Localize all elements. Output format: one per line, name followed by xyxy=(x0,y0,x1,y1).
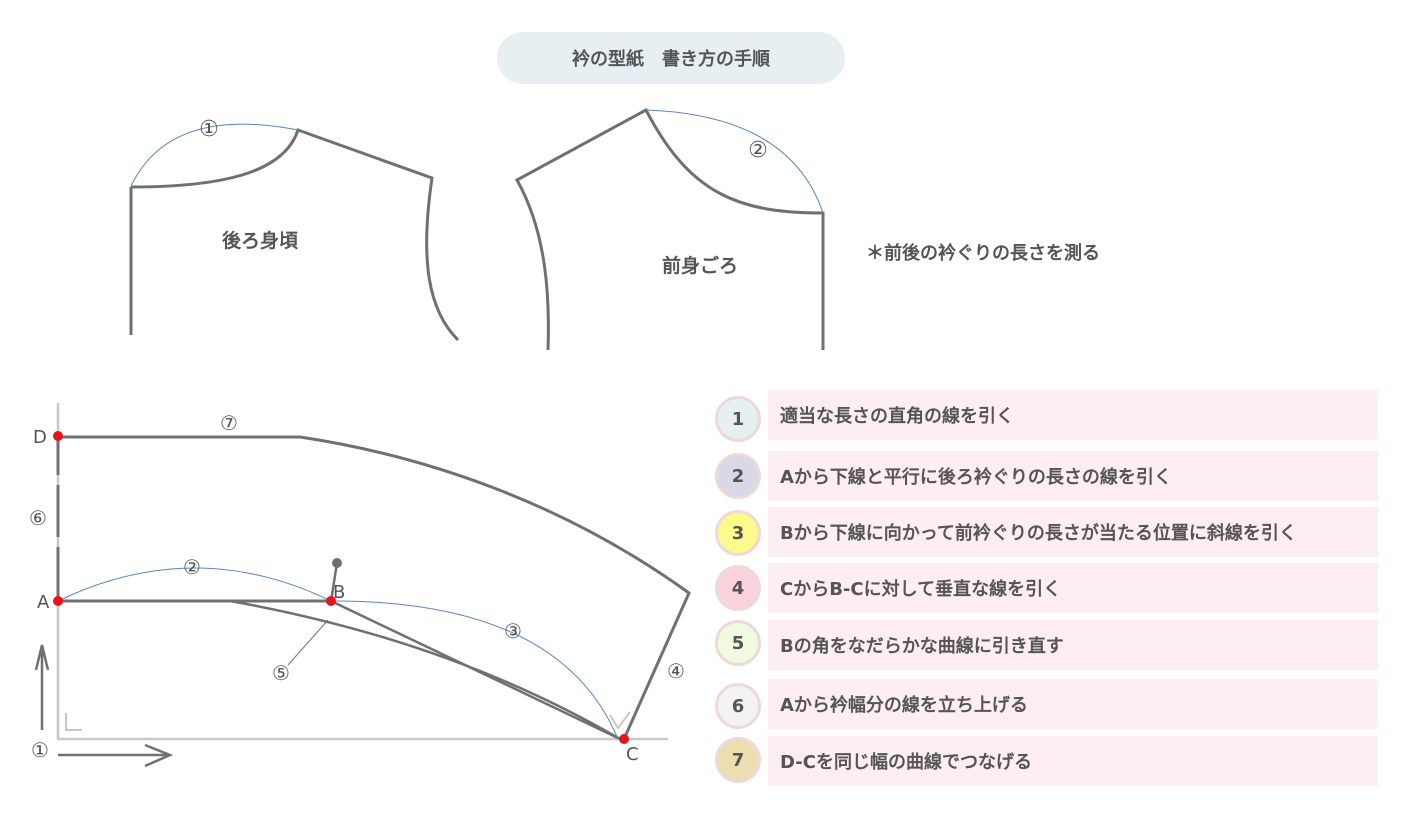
label-b: B xyxy=(333,582,345,603)
step-row: Aから下線と平行に後ろ衿ぐりの長さの線を引く xyxy=(768,451,1378,501)
mark-2: ② xyxy=(183,555,201,579)
pivot-dot xyxy=(332,558,342,568)
point-d xyxy=(53,431,63,441)
point-b xyxy=(326,596,336,606)
step-row: Bから下線に向かって前衿ぐりの長さが当たる位置に斜線を引く xyxy=(768,507,1378,557)
label-d: D xyxy=(33,427,47,448)
point-a xyxy=(53,596,63,606)
step-text: Bの角をなだらかな曲線に引き直す xyxy=(780,636,1064,657)
step-text: D-Cを同じ幅の曲線でつなげる xyxy=(780,752,1032,773)
mark-1: ① xyxy=(31,738,49,762)
collar-draft xyxy=(34,403,691,768)
front-bodice xyxy=(514,107,825,351)
step-row: Aから衿幅分の線を立ち上げる xyxy=(768,679,1378,729)
step-row: D-Cを同じ幅の曲線でつなげる xyxy=(768,736,1378,786)
front-neck-measure-arc xyxy=(645,109,824,214)
step-text: Aから下線と平行に後ろ衿ぐりの長さの線を引く xyxy=(780,467,1172,488)
mark-5: ⑤ xyxy=(272,661,290,685)
step-number-badge: 7 xyxy=(715,737,761,783)
mark-4: ④ xyxy=(667,659,685,683)
step-number-badge: 4 xyxy=(715,565,761,611)
step-row: CからB-Cに対して垂直な線を引く xyxy=(768,563,1378,613)
step-row: 適当な長さの直角の線を引く xyxy=(768,390,1378,440)
step-number-badge: 2 xyxy=(715,453,761,499)
front-bodice-label: 前身ごろ xyxy=(662,254,738,277)
page-title: 衿の型紙 書き方の手順 xyxy=(497,32,845,84)
mark-1-top: ① xyxy=(199,117,219,142)
step-text: Aから衿幅分の線を立ち上げる xyxy=(780,695,1028,716)
mark-7: ⑦ xyxy=(220,411,238,435)
step-number-badge: 1 xyxy=(715,396,761,442)
measure-note: ＊前後の衿ぐりの長さを測る xyxy=(866,242,1100,264)
step-row: Bの角をなだらかな曲線に引き直す xyxy=(768,620,1378,670)
step-number-badge: 5 xyxy=(715,620,761,666)
step-text: CからB-Cに対して垂直な線を引く xyxy=(780,579,1062,600)
step-text: Bから下線に向かって前衿ぐりの長さが当たる位置に斜線を引く xyxy=(780,523,1297,544)
label-a: A xyxy=(37,592,50,613)
step-text: 適当な長さの直角の線を引く xyxy=(780,406,1014,427)
point-c xyxy=(619,734,629,744)
step-number-badge: 3 xyxy=(715,510,761,556)
back-bodice-label: 後ろ身頃 xyxy=(222,229,299,252)
back-neck-measure-arc xyxy=(130,123,299,187)
mark-2-top: ② xyxy=(748,138,768,163)
step-number-badge: 6 xyxy=(715,683,761,729)
label-c: C xyxy=(626,744,639,765)
mark-3: ③ xyxy=(504,619,522,643)
mark-6: ⑥ xyxy=(29,506,47,530)
